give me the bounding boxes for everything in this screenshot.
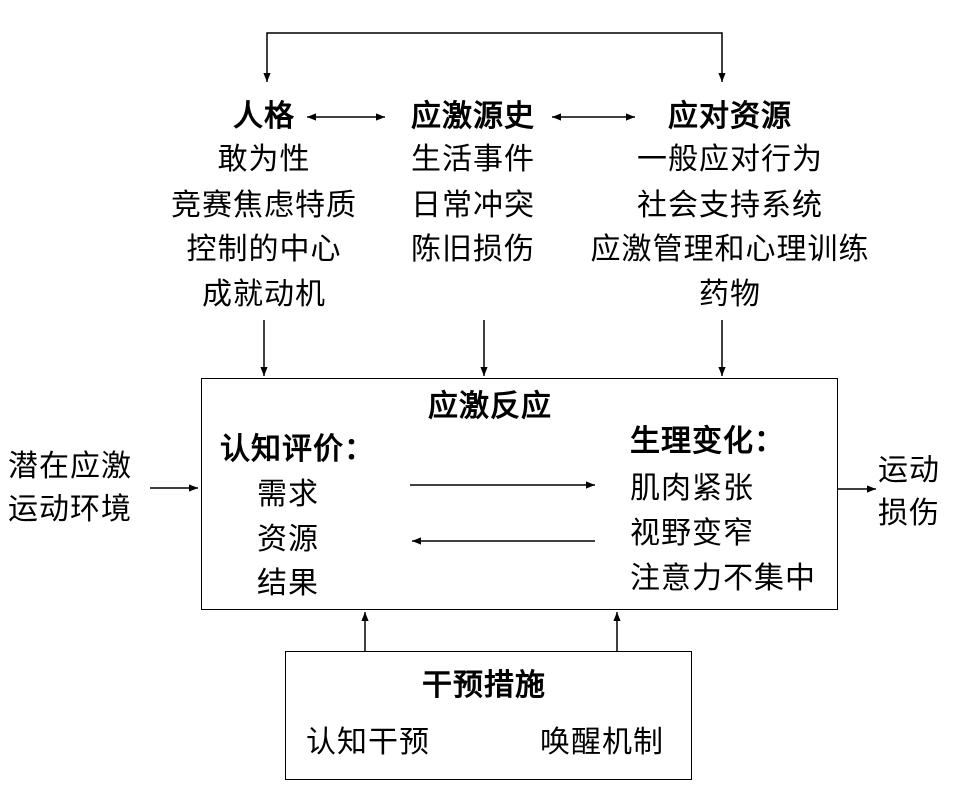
physiological-change-title: 生理变化： [630,424,785,459]
environment-label-line: 运动环境 [8,492,132,527]
stress-history-item: 日常冲突 [411,188,535,223]
coping-resources-item: 社会支持系统 [637,188,823,223]
personality-item: 控制的中心 [186,232,342,267]
physiological-change-item: 肌肉紧张 [630,471,754,506]
outcome-label-line: 运动 [878,453,940,488]
top-connector-line [263,32,726,82]
stress-response-title: 应激反应 [428,389,552,424]
cognitive-appraisal-title: 认知评价： [220,432,375,467]
physiological-change-item: 注意力不集中 [630,561,816,596]
intervention-box [285,651,692,780]
coping-resources-item: 一般应对行为 [637,142,823,177]
stress-response-box [201,378,838,610]
cognitive-appraisal-item: 资源 [257,522,319,557]
outcome-label-line: 损伤 [878,496,940,531]
stress-history-item: 陈旧损伤 [411,232,535,267]
coping-resources-item: 应激管理和心理训练 [590,232,870,267]
environment-label-line: 潜在应激 [8,449,132,484]
cognitive-appraisal-item: 需求 [257,477,319,512]
personality-item: 敢为性 [217,142,311,177]
personality-title: 人格 [233,99,295,134]
intervention-title: 干预措施 [422,668,546,703]
cognitive-appraisal-item: 结果 [257,566,319,601]
intervention-item: 认知干预 [306,725,430,760]
coping-resources-title: 应对资源 [668,99,792,134]
intervention-item: 唤醒机制 [540,725,664,760]
physiological-change-item: 视野变窄 [630,516,754,551]
stress-history-title: 应激源史 [411,99,535,134]
personality-item: 竞赛焦虑特质 [171,188,357,223]
personality-item: 成就动机 [202,277,326,312]
coping-resources-item: 药物 [699,277,761,312]
stress-history-item: 生活事件 [411,142,535,177]
